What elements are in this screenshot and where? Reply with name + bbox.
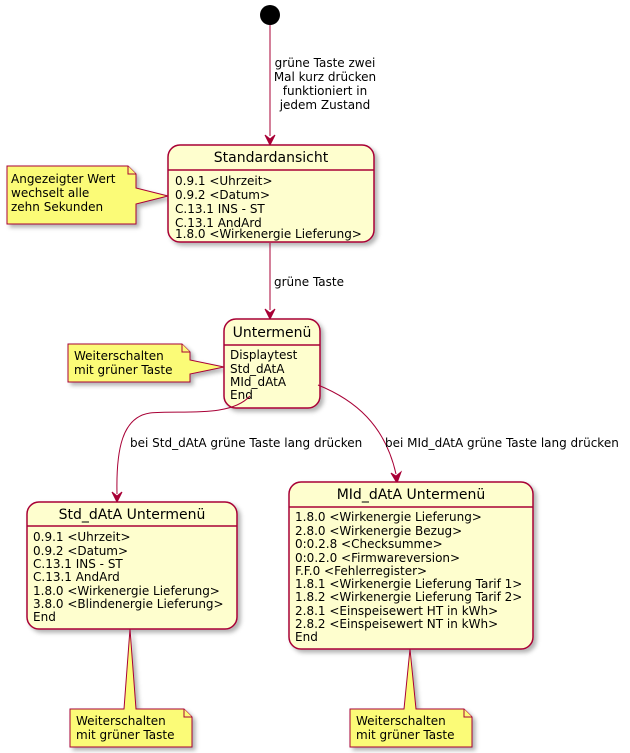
edge-label-start-line-2: Mal kurz drücken (274, 70, 376, 84)
state-std-line-3: C.13.1 INS - ST (33, 557, 123, 571)
note-untermenu-line-2: mit grüner Taste (74, 363, 172, 377)
state-untermenu-line-1: Displaytest (230, 348, 298, 362)
state-std-line-6: 3.8.0 <Blindenergie Lieferung> (33, 597, 224, 611)
state-std-untermenu: Std_dAtA Untermenü 0.9.1 <Uhrzeit> 0.9.2… (26, 501, 238, 630)
note-std-line-1: Weiterschalten (76, 714, 166, 728)
note-standard-line-2: wechselt alle (11, 186, 89, 200)
state-mid-line-1: 1.8.0 <Wirkenergie Lieferung> (295, 510, 482, 524)
state-mid-line-10: End (295, 630, 318, 644)
state-untermenu-line-3: MId_dAtA (230, 375, 287, 389)
note-untermenu: Weiterschalten mit grüner Taste (67, 343, 225, 383)
edge-untermenu-to-mid: bei MId_dAtA grüne Taste lang drücken (317, 384, 619, 485)
state-standard-line-1: 0.9.1 <Uhrzeit> (175, 174, 273, 188)
edge-label-untermenu-to-std: bei Std_dAtA grüne Taste lang drücken (130, 436, 362, 450)
state-standardansicht: Standardansicht 0.9.1 <Uhrzeit> 0.9.2 <D… (167, 144, 375, 243)
edge-start-to-standard: grüne Taste zwei Mal kurz drücken funkti… (264, 25, 376, 147)
state-std-line-2: 0.9.2 <Datum> (33, 544, 128, 558)
state-untermenu: Untermenü Displaytest Std_dAtA MId_dAtA … (223, 318, 321, 409)
note-standard-line-3: zehn Sekunden (11, 200, 103, 214)
edge-label-standard-to-untermenu: grüne Taste (274, 275, 344, 289)
state-standard-line-5: 1.8.0 <Wirkenergie Lieferung> (175, 227, 362, 241)
edge-label-start-line-4: jedem Zustand (279, 98, 371, 112)
note-untermenu-line-1: Weiterschalten (74, 349, 164, 363)
note-mid: Weiterschalten mit grüner Taste (349, 648, 473, 748)
state-std-title: Std_dAtA Untermenü (59, 507, 206, 523)
state-mid-line-2: 2.8.0 <Wirkenergie Bezug> (295, 524, 462, 538)
state-mid-line-8: 2.8.1 <Einspeisewert HT in kWh> (295, 604, 498, 618)
state-standard-line-3: C.13.1 INS - ST (175, 202, 265, 216)
state-mid-line-6: 1.8.1 <Wirkenergie Lieferung Tarif 1> (295, 577, 522, 591)
state-std-line-5: 1.8.0 <Wirkenergie Lieferung> (33, 584, 220, 598)
note-mid-line-1: Weiterschalten (356, 714, 446, 728)
note-mid-line-2: mit grüner Taste (356, 728, 454, 742)
note-std-line-2: mit grüner Taste (76, 728, 174, 742)
state-mid-line-9: 2.8.2 <Einspeisewert NT in kWh> (295, 617, 498, 631)
state-std-line-4: C.13.1 AndArd (33, 570, 120, 584)
state-mid-title: MId_dAtA Untermenü (337, 487, 486, 503)
state-mid-line-7: 1.8.2 <Wirkenergie Lieferung Tarif 2> (295, 590, 522, 604)
state-std-line-7: End (33, 610, 56, 624)
edge-untermenu-to-std: bei Std_dAtA grüne Taste lang drücken (111, 395, 362, 504)
note-standard: Angezeigter Wert wechselt alle zehn Seku… (6, 165, 169, 225)
start-node (260, 5, 280, 25)
state-mid-line-4: 0:0.2.0 <Firmwareversion> (295, 551, 460, 565)
edge-standard-to-untermenu: grüne Taste (264, 243, 344, 321)
state-mid-untermenu: MId_dAtA Untermenü 1.8.0 <Wirkenergie Li… (288, 481, 534, 650)
state-mid-line-3: 0:0.2.8 <Checksumme> (295, 537, 443, 551)
edge-label-start-line-3: funktioniert in (283, 84, 367, 98)
edge-label-start-line-1: grüne Taste zwei (275, 56, 376, 70)
state-standard-title: Standardansicht (214, 150, 329, 166)
edge-label-untermenu-to-mid: bei MId_dAtA grüne Taste lang drücken (385, 436, 619, 450)
state-untermenu-title: Untermenü (233, 325, 312, 341)
state-std-line-1: 0.9.1 <Uhrzeit> (33, 530, 131, 544)
note-std: Weiterschalten mit grüner Taste (69, 628, 193, 748)
state-untermenu-line-4: End (230, 388, 253, 402)
state-untermenu-line-2: Std_dAtA (230, 362, 285, 376)
note-standard-line-1: Angezeigter Wert (11, 172, 116, 186)
state-standard-line-2: 0.9.2 <Datum> (175, 188, 270, 202)
state-mid-line-5: F.F.0 <Fehlerregister> (295, 564, 427, 578)
state-standard-line-4: C.13.1 AndArd (175, 216, 262, 230)
